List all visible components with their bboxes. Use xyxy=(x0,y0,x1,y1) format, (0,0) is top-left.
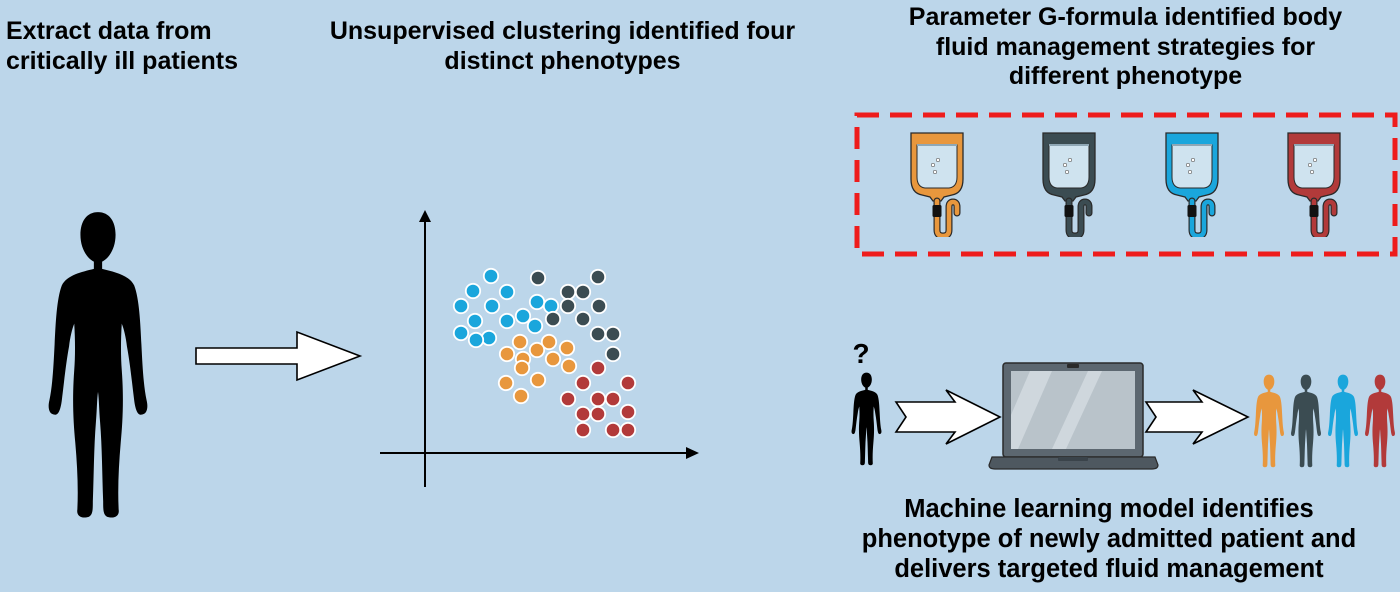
step-ml-model-title: Machine learning model identifies phenot… xyxy=(861,495,1357,584)
scatter-point-red xyxy=(589,390,607,408)
scatter-point-blue xyxy=(452,324,470,342)
scatter-point-orange xyxy=(560,357,578,375)
right-arrow-icon xyxy=(1144,389,1250,445)
scatter-point-orange xyxy=(512,387,530,405)
scatter-point-orange xyxy=(498,345,516,363)
phenotype-person-blue-icon xyxy=(1328,374,1358,468)
iv-bag-blue-icon xyxy=(1166,133,1218,236)
scatter-point-blue xyxy=(464,282,482,300)
scatter-point-dark-slate xyxy=(574,310,592,328)
scatter-point-orange xyxy=(544,350,562,368)
scatter-point-blue xyxy=(498,283,516,301)
scatter-point-orange xyxy=(511,333,529,351)
scatter-point-red xyxy=(604,390,622,408)
scatter-point-blue xyxy=(498,312,516,330)
scatter-point-dark-slate xyxy=(589,268,607,286)
scatter-point-red xyxy=(619,403,637,421)
scatter-points xyxy=(452,267,637,439)
scatter-point-dark-slate xyxy=(574,283,592,301)
phenotype-person-red-icon xyxy=(1365,374,1395,468)
patient-silhouette-icon xyxy=(48,212,148,518)
question-mark: ? xyxy=(852,338,869,369)
scatter-point-red xyxy=(574,421,592,439)
laptop-icon xyxy=(988,362,1159,470)
scatter-point-blue xyxy=(526,317,544,335)
right-arrow-icon xyxy=(195,330,363,382)
fluid-strategies-box xyxy=(854,112,1398,257)
scatter-point-orange xyxy=(540,333,558,351)
new-patient-silhouette-icon xyxy=(851,372,882,466)
iv-bags xyxy=(911,133,1340,236)
scatter-point-dark-slate xyxy=(604,345,622,363)
scatter-point-blue xyxy=(452,297,470,315)
scatter-point-orange xyxy=(528,341,546,359)
scatter-point-blue xyxy=(467,331,485,349)
scatter-point-blue xyxy=(480,329,498,347)
scatter-point-red xyxy=(604,421,622,439)
scatter-point-dark-slate xyxy=(559,283,577,301)
scatter-point-red xyxy=(589,405,607,423)
scatter-point-orange xyxy=(529,371,547,389)
scatter-point-red xyxy=(619,421,637,439)
scatter-point-blue xyxy=(482,267,500,285)
scatter-point-orange xyxy=(558,339,576,357)
scatter-axes xyxy=(380,210,699,487)
scatter-point-dark-slate xyxy=(544,310,562,328)
scatter-point-dark-slate xyxy=(559,297,577,315)
scatter-point-orange xyxy=(497,374,515,392)
scatter-point-orange xyxy=(513,359,531,377)
scatter-point-red xyxy=(574,405,592,423)
scatter-point-red xyxy=(589,359,607,377)
phenotype-person-orange-icon xyxy=(1254,374,1284,468)
scatter-point-dark-slate xyxy=(529,269,547,287)
step-extract-title: Extract data from critically ill patient… xyxy=(6,17,239,75)
phenotype-people xyxy=(1254,374,1395,468)
scatter-point-blue xyxy=(542,297,560,315)
scatter-point-red xyxy=(574,374,592,392)
scatter-point-blue xyxy=(528,293,546,311)
scatter-point-blue xyxy=(466,312,484,330)
scatter-point-blue xyxy=(483,297,501,315)
iv-bag-orange-icon xyxy=(911,133,963,236)
right-arrow-icon xyxy=(894,389,1002,445)
iv-bag-dark-slate-icon xyxy=(1043,133,1095,236)
scatter-point-dark-slate xyxy=(604,325,622,343)
scatter-point-red xyxy=(619,374,637,392)
scatter-point-dark-slate xyxy=(589,325,607,343)
phenotype-person-dark-slate-icon xyxy=(1291,374,1321,468)
scatter-point-blue xyxy=(514,307,532,325)
iv-bag-red-icon xyxy=(1288,133,1340,236)
scatter-point-dark-slate xyxy=(590,297,608,315)
step-gformula-title: Parameter G-formula identified body flui… xyxy=(908,3,1343,90)
scatter-point-red xyxy=(559,390,577,408)
step-clustering-title: Unsupervised clustering identified four … xyxy=(329,17,796,75)
